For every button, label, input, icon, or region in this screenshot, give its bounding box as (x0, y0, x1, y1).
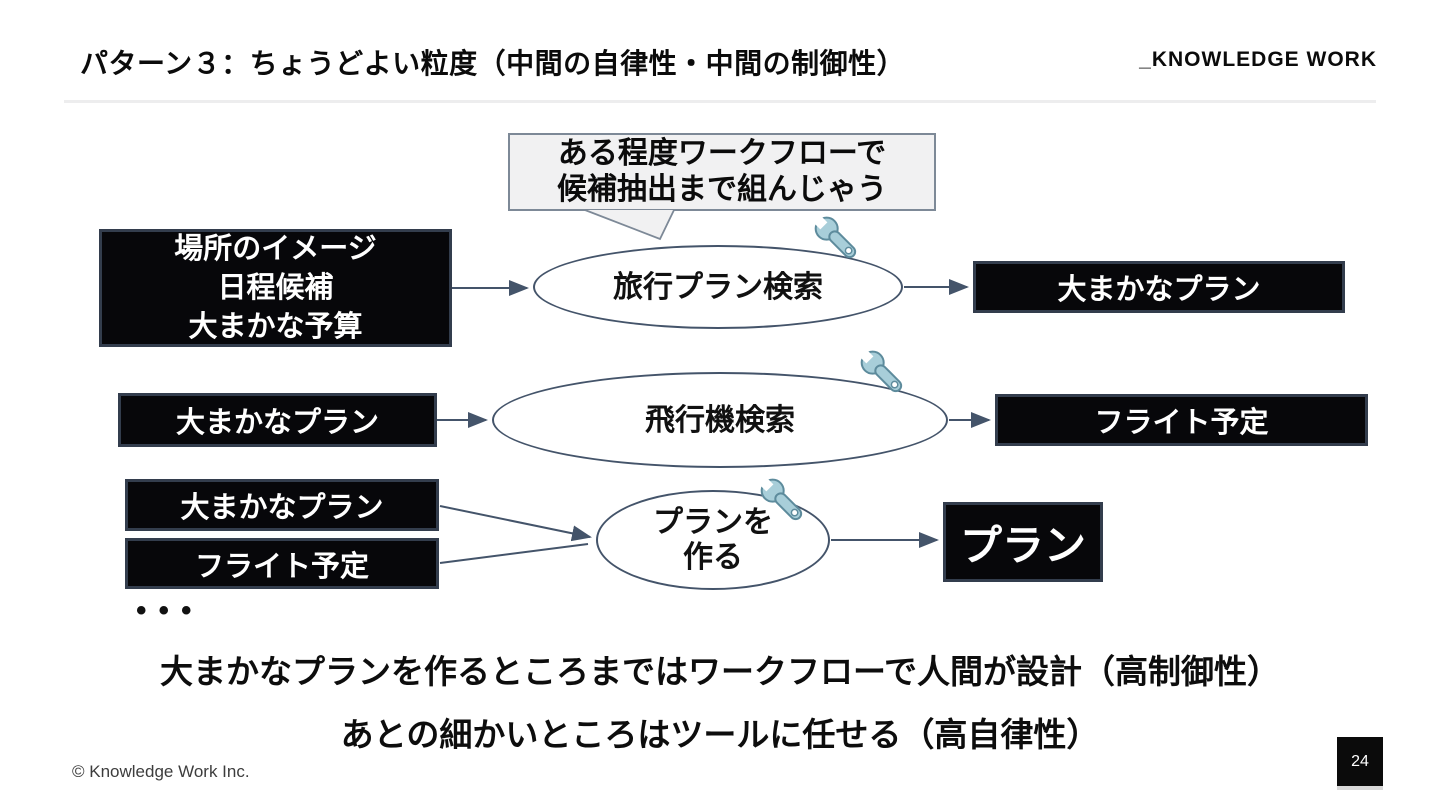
callout-line: 候補抽出まで組んじゃう (557, 173, 887, 206)
wrench-icon (809, 211, 857, 259)
output-label: 大まかなプラン (1057, 274, 1261, 306)
input-label: 大まかなプラン (180, 492, 384, 524)
row1-process-ellipse: 旅行プラン検索 (533, 245, 903, 329)
process-label: 旅行プラン検索 (613, 270, 823, 304)
output-label: フライト予定 (1094, 407, 1269, 439)
row2-input-box: 大まかなプラン (118, 393, 437, 447)
row1-output-box: 大まかなプラン (973, 261, 1345, 313)
row3-input-box-1: 大まかなプラン (125, 479, 439, 531)
row3-output-box: プラン (943, 502, 1103, 582)
wrench-icon (755, 473, 803, 521)
note-line-2: あとの細かいところはツールに任せる（高自律性） (340, 716, 1100, 753)
copyright-text: © Knowledge Work Inc. (72, 762, 250, 781)
process-label: 作る (683, 541, 743, 574)
slide-title: パターン３：ちょうどよい粒度（中間の自律性・中間の制御性） (80, 48, 906, 79)
input-line: 大まかな予算 (188, 310, 363, 343)
input-label: フライト予定 (194, 550, 369, 583)
header-divider (64, 100, 1376, 103)
output-label: プラン (959, 521, 1086, 569)
note-line-1: 大まかなプランを作るところまではワークフローで人間が設計（高制御性） (159, 653, 1281, 690)
page-number-badge: 24 (1337, 737, 1383, 790)
process-label: プランを (653, 506, 773, 539)
row1-input-box: 場所のイメージ 日程候補 大まかな予算 (99, 229, 452, 347)
callout-bubble: ある程度ワークフローで 候補抽出まで組んじゃう (508, 133, 936, 211)
callout-tail (584, 209, 675, 241)
ellipsis-dots: ••• (136, 594, 204, 627)
input-label: 大まかなプラン (175, 407, 379, 439)
row2-process-ellipse: 飛行機検索 (492, 372, 948, 468)
input-line: 場所のイメージ (174, 232, 377, 265)
process-label: 飛行機検索 (645, 403, 795, 437)
row3-input-box-2: フライト予定 (125, 538, 439, 589)
knowledge-work-logo: _KNOWLEDGE WORK (1139, 48, 1377, 71)
input-line: 日程候補 (217, 271, 334, 304)
wrench-icon (855, 345, 903, 393)
callout-line: ある程度ワークフローで (557, 137, 887, 170)
row2-output-box: フライト予定 (995, 394, 1368, 446)
